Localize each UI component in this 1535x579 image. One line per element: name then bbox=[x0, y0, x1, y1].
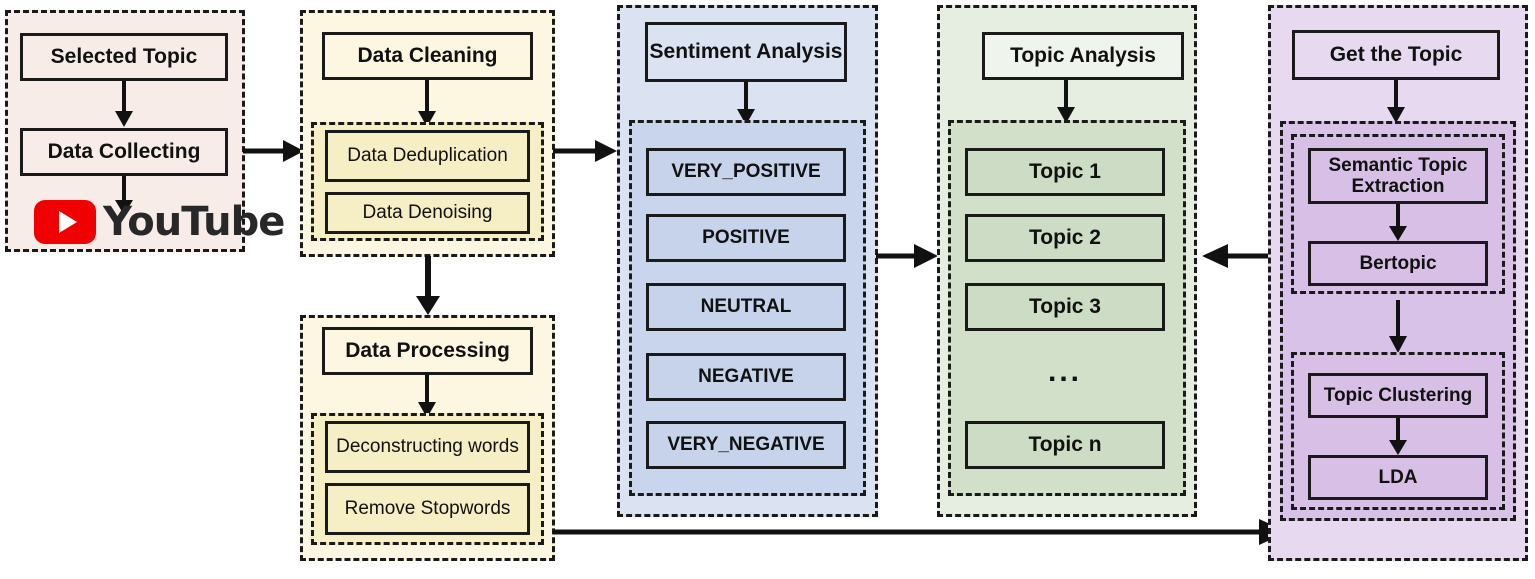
node-lda[interactable]: LDA bbox=[1308, 455, 1488, 500]
arrow-bertopic-to-clustering bbox=[1389, 300, 1407, 353]
node-deconstructing-words[interactable]: Deconstructing words bbox=[325, 421, 530, 473]
arrow-selected-topic-to-collecting bbox=[115, 81, 133, 127]
node-label: Topic 3 bbox=[1029, 295, 1101, 319]
connector-col2-to-col3 bbox=[553, 140, 617, 162]
node-label: Data Deduplication bbox=[347, 145, 508, 167]
node-label: VERY_NEGATIVE bbox=[667, 434, 825, 456]
arrow-gettopic-to-semantic bbox=[1387, 80, 1405, 123]
node-label: Bertopic bbox=[1359, 252, 1437, 274]
node-label: Selected Topic bbox=[50, 45, 198, 69]
arrow-processing-to-deconstructing bbox=[418, 375, 436, 418]
node-label: Topic n bbox=[1028, 433, 1102, 457]
arrow-semantic-to-bertopic bbox=[1389, 204, 1407, 241]
node-get-the-topic[interactable]: Get the Topic bbox=[1292, 30, 1500, 80]
node-label: Data Collecting bbox=[47, 140, 201, 164]
node-label: Data Cleaning bbox=[357, 44, 498, 68]
node-label: POSITIVE bbox=[702, 227, 790, 249]
node-topic-n[interactable]: Topic n bbox=[965, 421, 1165, 469]
node-sentiment-negative[interactable]: NEGATIVE bbox=[646, 353, 846, 401]
connector-sentiment-to-topic bbox=[876, 244, 938, 268]
node-label: NEGATIVE bbox=[698, 366, 794, 388]
connector-col1-to-col2 bbox=[243, 140, 304, 162]
arrow-sentiment-to-labels bbox=[737, 82, 755, 125]
node-sentiment-neutral[interactable]: NEUTRAL bbox=[646, 283, 846, 331]
node-topic-2[interactable]: Topic 2 bbox=[965, 214, 1165, 262]
node-label: Deconstructing words bbox=[336, 436, 519, 458]
node-topic-1[interactable]: Topic 1 bbox=[965, 148, 1165, 196]
node-sentiment-very-negative[interactable]: VERY_NEGATIVE bbox=[646, 421, 846, 469]
node-label: NEUTRAL bbox=[700, 296, 792, 318]
node-semantic-topic-extraction[interactable]: Semantic Topic Extraction bbox=[1308, 148, 1488, 204]
arrow-collecting-to-youtube bbox=[115, 176, 133, 215]
youtube-logo: YouTube bbox=[34, 199, 285, 245]
node-label: Topic Clustering bbox=[1323, 384, 1473, 406]
node-data-processing[interactable]: Data Processing bbox=[322, 327, 533, 375]
node-label: VERY_POSITIVE bbox=[671, 161, 821, 183]
node-sentiment-analysis[interactable]: Sentiment Analysis bbox=[645, 22, 847, 82]
node-remove-stopwords[interactable]: Remove Stopwords bbox=[325, 483, 530, 535]
topics-ellipsis: ... bbox=[965, 355, 1165, 389]
node-label: Topic 2 bbox=[1029, 226, 1101, 250]
node-sentiment-positive[interactable]: POSITIVE bbox=[646, 214, 846, 262]
connector-processing-to-gettopic bbox=[553, 519, 1288, 545]
node-label: Data Denoising bbox=[362, 202, 493, 224]
connector-cleaning-to-processing bbox=[416, 256, 440, 315]
node-label: Data Processing bbox=[345, 339, 510, 363]
node-label: Sentiment Analysis bbox=[649, 40, 843, 64]
arrow-clustering-to-lda bbox=[1389, 418, 1407, 455]
node-topic-3[interactable]: Topic 3 bbox=[965, 283, 1165, 331]
node-label: Remove Stopwords bbox=[344, 498, 511, 520]
node-data-collecting[interactable]: Data Collecting bbox=[20, 128, 228, 176]
node-selected-topic[interactable]: Selected Topic bbox=[20, 33, 228, 81]
ellipsis-label: ... bbox=[1047, 355, 1082, 388]
youtube-play-icon bbox=[34, 200, 96, 244]
arrow-cleaning-to-dedup bbox=[418, 80, 436, 127]
node-topic-clustering[interactable]: Topic Clustering bbox=[1308, 373, 1488, 418]
node-data-deduplication[interactable]: Data Deduplication bbox=[325, 130, 530, 182]
node-label: Semantic Topic Extraction bbox=[1328, 154, 1468, 197]
node-label: Topic Analysis bbox=[1010, 44, 1156, 68]
node-label: Get the Topic bbox=[1329, 43, 1463, 67]
node-data-cleaning[interactable]: Data Cleaning bbox=[322, 32, 533, 80]
arrow-topic-analysis-to-topics bbox=[1057, 80, 1075, 123]
node-sentiment-very-positive[interactable]: VERY_POSITIVE bbox=[646, 148, 846, 196]
node-label: Topic 1 bbox=[1029, 160, 1101, 184]
connector-gettopic-to-topic bbox=[1202, 244, 1268, 268]
node-data-denoising[interactable]: Data Denoising bbox=[325, 192, 530, 234]
node-label: LDA bbox=[1378, 466, 1418, 488]
node-topic-analysis[interactable]: Topic Analysis bbox=[982, 32, 1184, 80]
youtube-wordmark: YouTube bbox=[103, 199, 285, 245]
node-bertopic[interactable]: Bertopic bbox=[1308, 241, 1488, 286]
